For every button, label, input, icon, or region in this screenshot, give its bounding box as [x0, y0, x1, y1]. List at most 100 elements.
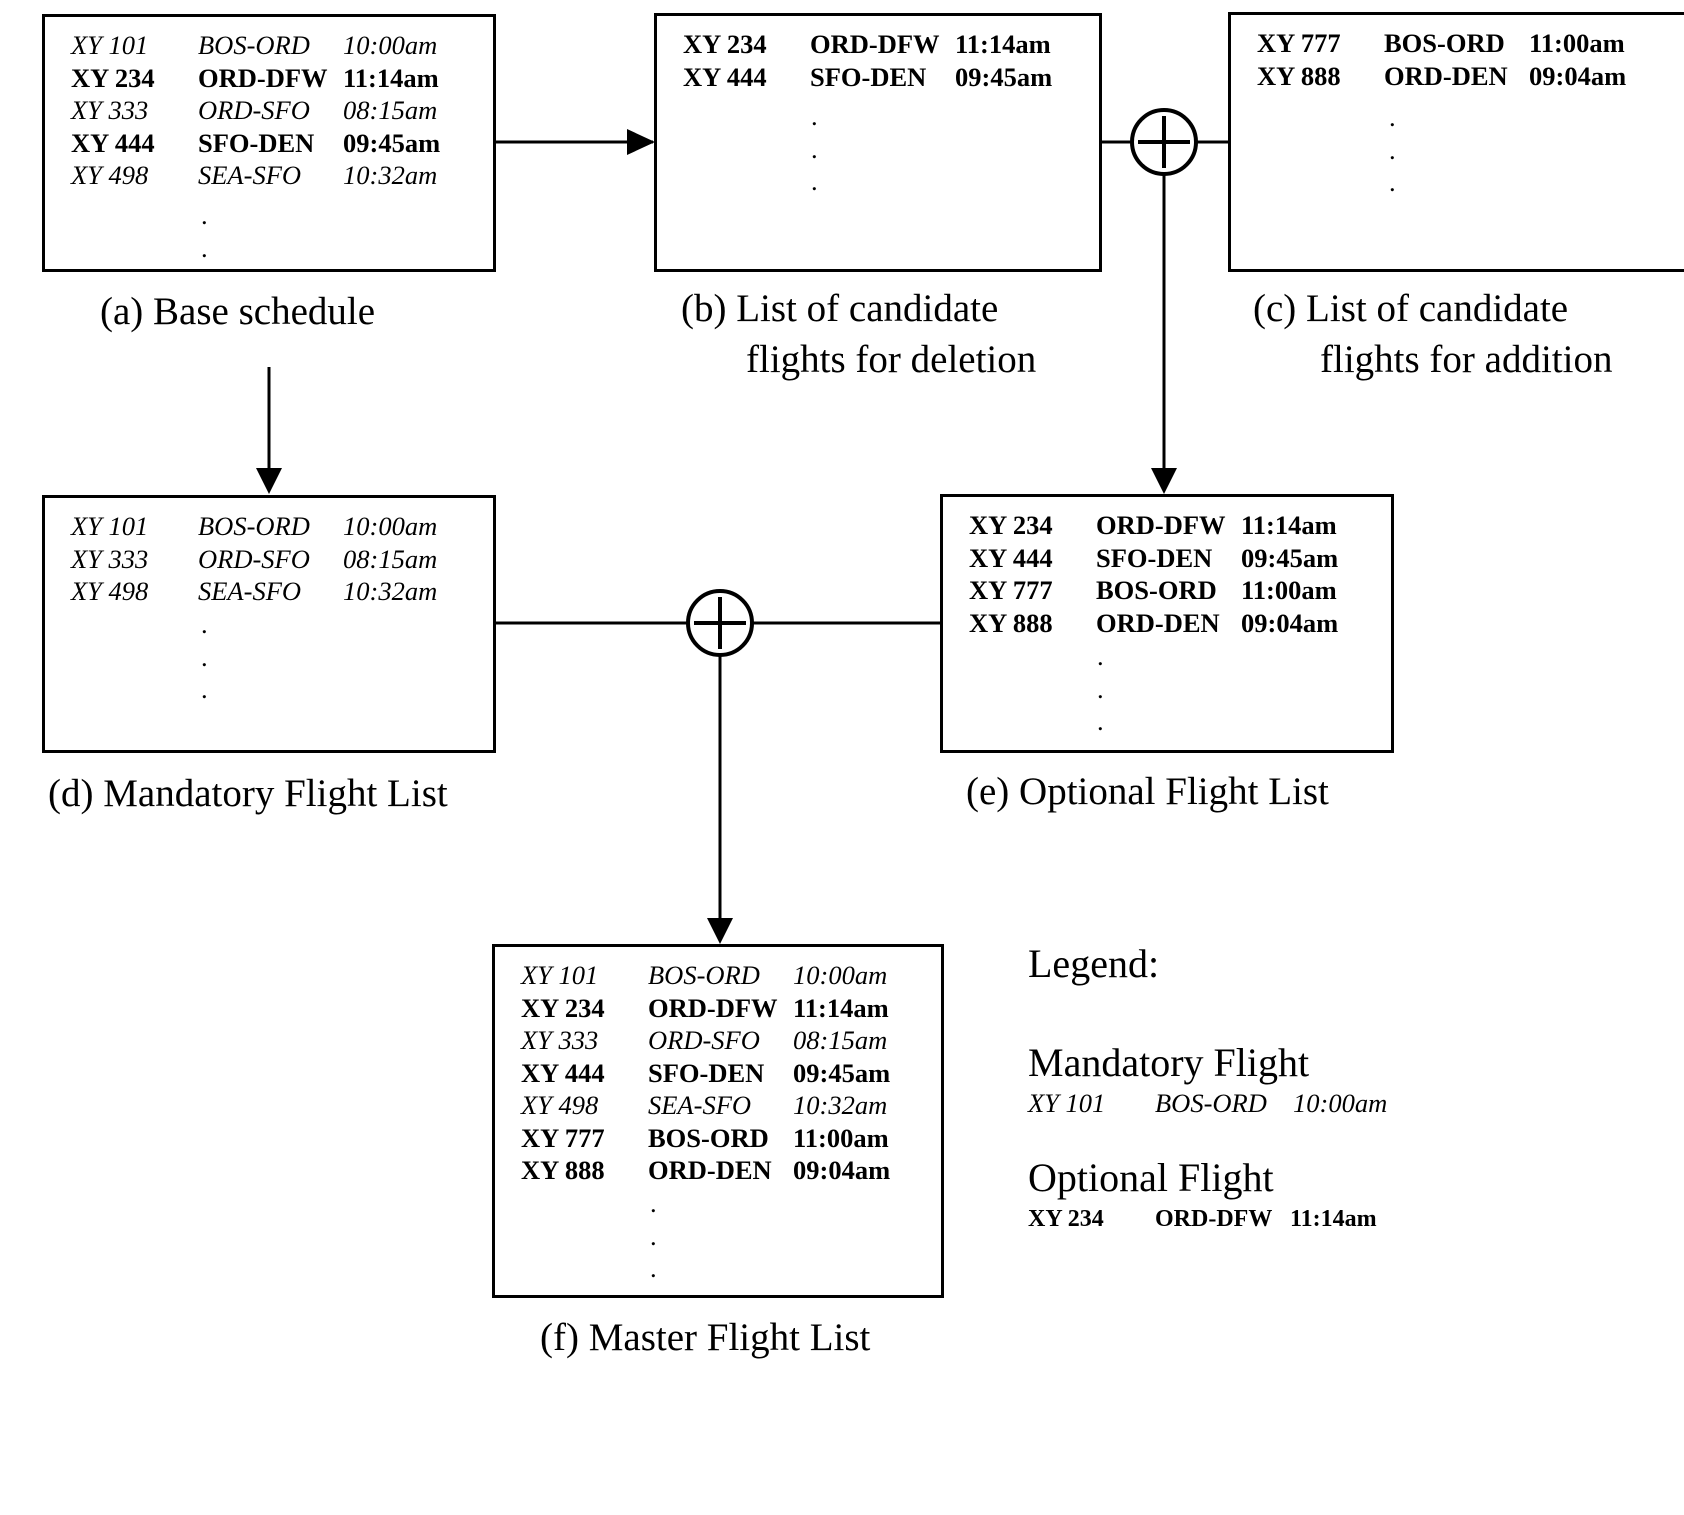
addition-candidates-caption-2: flights for addition: [1320, 338, 1613, 381]
flight-route: ORD-DFW: [648, 992, 778, 1023]
flight-route: ORD-DEN: [648, 1155, 772, 1185]
flight-time: 08:15am: [793, 1025, 888, 1055]
flight-number: XY 101: [71, 30, 149, 60]
flight-number: XY 444: [969, 542, 1053, 573]
flight-number: XY 888: [969, 607, 1053, 638]
flight-number: XY 498: [71, 160, 149, 190]
flight-route: ORD-DFW: [198, 62, 328, 93]
optional-list-ellipsis: ...: [1097, 641, 1104, 736]
flight-time: 11:14am: [793, 992, 889, 1023]
legend-title: Legend:: [1028, 941, 1160, 986]
flight-time: 10:32am: [793, 1090, 888, 1120]
flight-number: XY 777: [969, 575, 1053, 605]
legend-mandatory-route: BOS-ORD: [1155, 1088, 1267, 1118]
flight-time: 11:14am: [955, 29, 1051, 59]
flight-number: XY 444: [683, 61, 767, 92]
flight-number: XY 234: [71, 62, 155, 93]
flight-route: ORD-SFO: [198, 543, 310, 574]
flight-number: XY 777: [521, 1122, 605, 1153]
addition-candidates-ellipsis: ...: [1389, 102, 1396, 197]
flight-number: XY 101: [71, 511, 149, 541]
mandatory-list-caption: (d) Mandatory Flight List: [48, 772, 448, 815]
flight-time: 09:04am: [793, 1155, 891, 1185]
optional-list-caption: (e) Optional Flight List: [966, 770, 1329, 813]
flight-time: 11:14am: [1241, 510, 1337, 540]
flight-route: SFO-DEN: [1096, 542, 1213, 573]
legend-optional-label: Optional Flight: [1028, 1155, 1274, 1200]
flight-time: 11:14am: [343, 62, 439, 93]
flight-number: XY 333: [521, 1025, 599, 1055]
flight-route: ORD-DEN: [1384, 60, 1508, 91]
flight-number: XY 333: [71, 543, 149, 574]
flight-time: 10:00am: [793, 960, 888, 990]
legend-mandatory-flight: XY 101: [1028, 1088, 1106, 1118]
flight-route: ORD-SFO: [198, 95, 310, 125]
flight-route: SFO-DEN: [648, 1057, 765, 1088]
base-schedule-box: XY 101 BOS-ORD 10:00am XY 234 ORD-DFW 11:14am…: [42, 14, 496, 272]
deletion-candidates-caption-1: (b) List of candidate: [681, 287, 999, 330]
flight-number: XY 498: [521, 1090, 599, 1120]
legend-mandatory-sample: XY 101 BOS-ORD 10:00am: [1028, 1087, 1448, 1119]
flight-route: ORD-SFO: [648, 1025, 760, 1055]
flight-route: BOS-ORD: [1384, 28, 1505, 58]
flight-route: BOS-ORD: [648, 1122, 769, 1153]
flight-number: XY 888: [521, 1155, 605, 1185]
legend-mandatory-time: 10:00am: [1293, 1088, 1388, 1118]
flight-route: BOS-ORD: [1096, 575, 1217, 605]
flight-route: SEA-SFO: [648, 1090, 752, 1120]
flight-route: ORD-DFW: [810, 29, 940, 59]
base-schedule-caption: (a) Base schedule: [100, 290, 376, 333]
flight-time: 10:32am: [343, 160, 438, 190]
mandatory-list-ellipsis: ...: [201, 609, 208, 704]
flight-number: XY 777: [1257, 28, 1341, 58]
master-list-caption: (f) Master Flight List: [540, 1316, 871, 1359]
flight-number: XY 444: [521, 1057, 605, 1088]
flight-time: 09:04am: [1529, 60, 1627, 91]
legend-optional-time: 11:14am: [1290, 1206, 1377, 1232]
flight-route: SFO-DEN: [810, 61, 927, 92]
flight-time: 11:00am: [1241, 575, 1337, 605]
flight-number: XY 101: [521, 960, 599, 990]
flight-number: XY 234: [683, 29, 767, 59]
master-list-ellipsis: ...: [650, 1188, 657, 1283]
flight-time: 10:00am: [343, 30, 438, 60]
addition-candidates-caption-1: (c) List of candidate: [1253, 287, 1569, 330]
legend-optional-route: ORD-DFW: [1155, 1206, 1273, 1232]
optional-list-box: XY 234 ORD-DFW 11:14am XY 444 SFO-DEN 09:45am…: [940, 494, 1394, 753]
flight-route: BOS-ORD: [198, 30, 310, 60]
flight-time: 09:04am: [1241, 607, 1339, 638]
flight-number: XY 498: [71, 576, 149, 606]
arrow-plus-to-optional-head: [1151, 468, 1177, 494]
flight-time: 08:15am: [343, 95, 438, 125]
flight-time: 09:45am: [793, 1057, 891, 1088]
flight-time: 08:15am: [343, 543, 438, 574]
base-schedule-ellipsis: ..: [201, 200, 208, 263]
flight-route: SEA-SFO: [198, 160, 302, 190]
flight-route: ORD-DEN: [1096, 607, 1220, 638]
flight-number: XY 444: [71, 127, 155, 158]
deletion-candidates-caption-2: flights for deletion: [746, 338, 1037, 381]
legend-optional-flight: XY 234: [1028, 1206, 1104, 1232]
legend-optional-sample: XY 234 ORD-DFW 11:14am: [1028, 1203, 1448, 1235]
flight-time: 09:45am: [1241, 542, 1339, 573]
arrow-base-to-deletion-head: [627, 129, 655, 155]
flight-route: ORD-DFW: [1096, 510, 1226, 540]
arrow-plus-to-master-head: [707, 918, 733, 944]
flight-time: 10:32am: [343, 576, 438, 606]
flight-number: XY 234: [521, 992, 605, 1023]
flight-time: 11:00am: [1529, 28, 1625, 58]
deletion-candidates-ellipsis: ...: [811, 101, 818, 196]
flight-number: XY 333: [71, 95, 149, 125]
flight-number: XY 234: [969, 510, 1053, 540]
flight-route: SFO-DEN: [198, 127, 315, 158]
flight-route: SEA-SFO: [198, 576, 302, 606]
arrow-base-to-mandatory-head: [256, 468, 282, 494]
flight-time: 10:00am: [343, 511, 438, 541]
flight-time: 11:00am: [793, 1122, 889, 1153]
legend-mandatory-label: Mandatory Flight: [1028, 1040, 1310, 1085]
